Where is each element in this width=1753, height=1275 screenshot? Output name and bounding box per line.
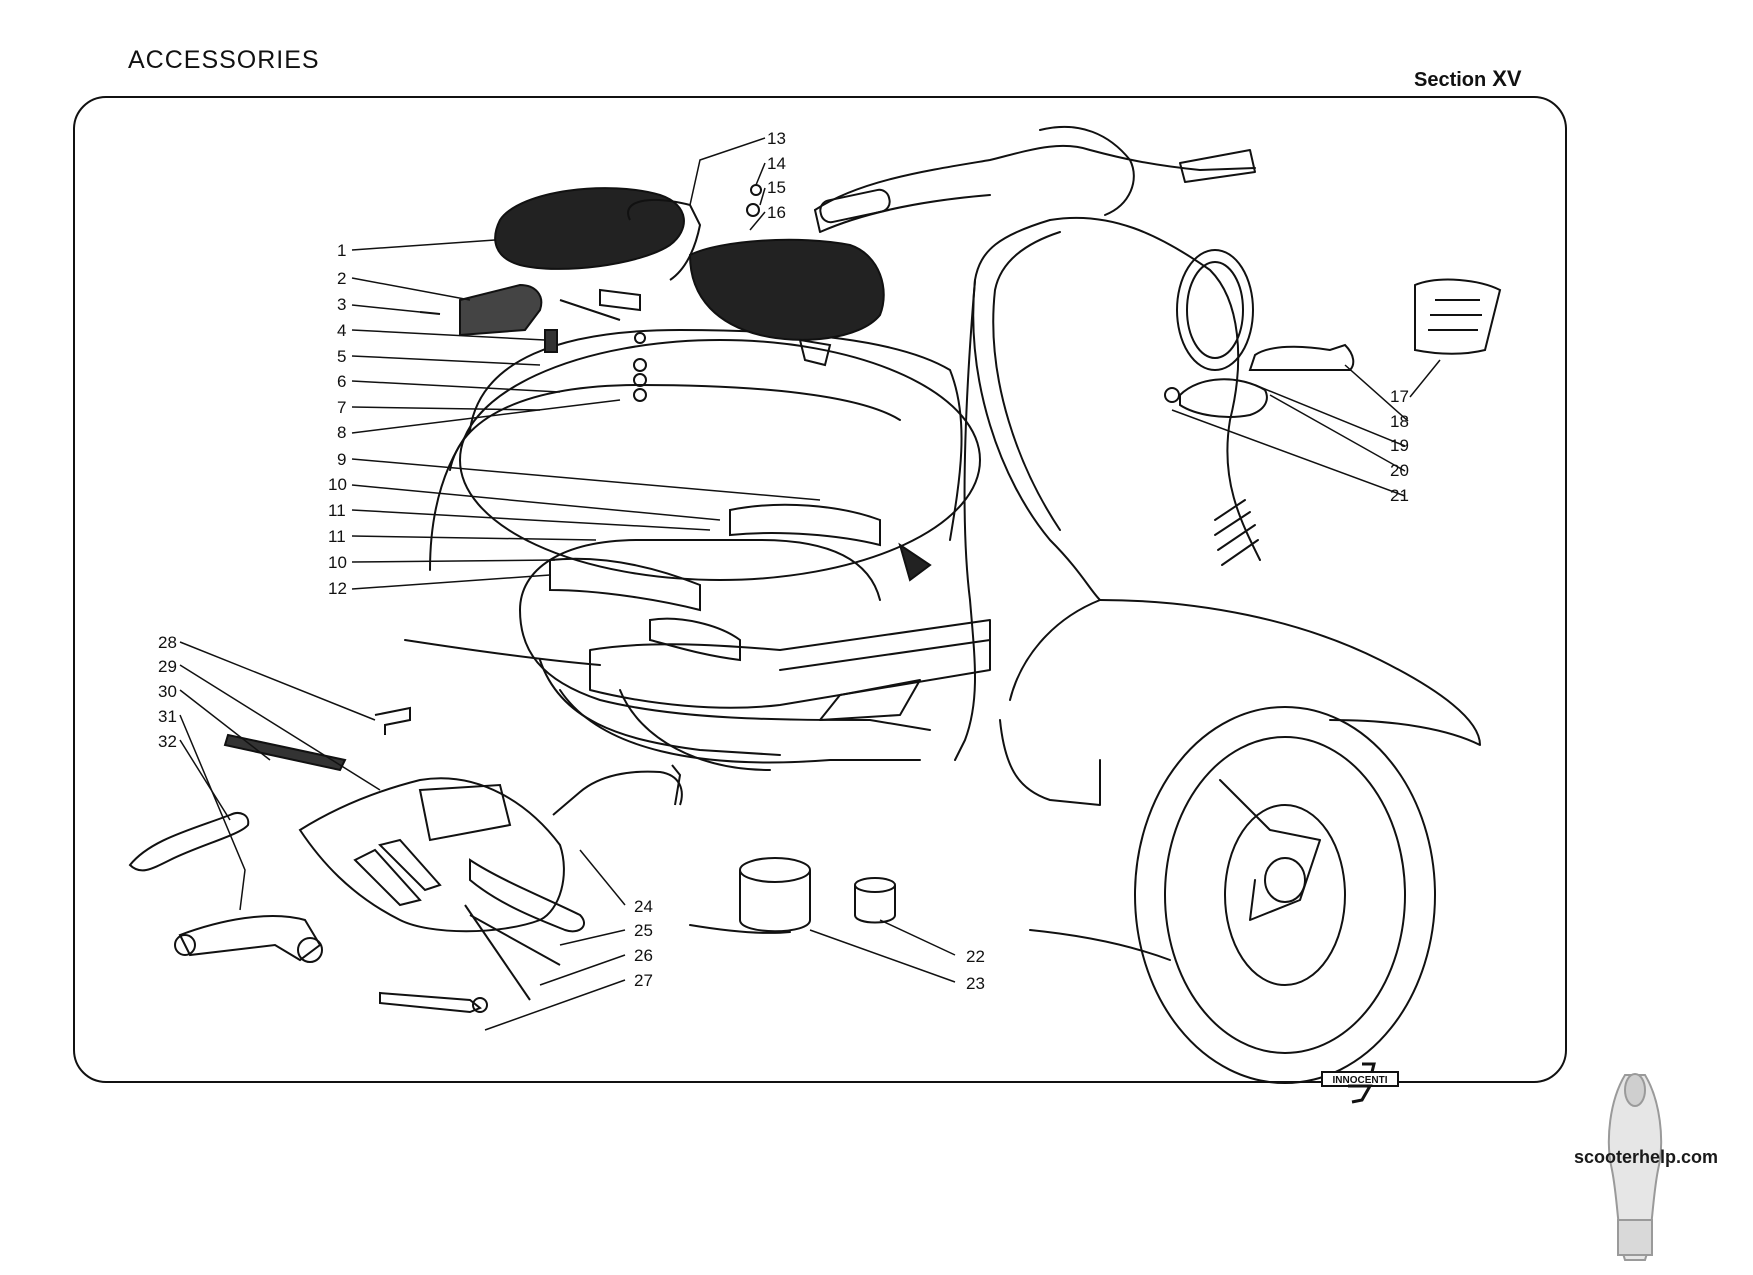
callout-19: 19 [1390, 436, 1409, 455]
callout-16: 16 [767, 203, 786, 222]
callout-11b: 11 [328, 527, 346, 546]
tool-kit [128, 706, 896, 1014]
callout-30: 30 [158, 682, 177, 701]
section-number: XV [1492, 66, 1522, 91]
watermark-text: scooterhelp.com [1574, 1147, 1719, 1167]
callout-3: 3 [337, 295, 346, 314]
callout-13: 13 [767, 129, 786, 148]
brand-badge-text: INNOCENTI [1333, 1075, 1388, 1086]
section-label: Section [1414, 69, 1487, 91]
page-title: ACCESSORIES [128, 46, 320, 74]
callout-11a: 11 [328, 501, 346, 520]
callout-14: 14 [767, 154, 786, 173]
callout-20: 20 [1390, 461, 1409, 480]
dual-seat [494, 187, 885, 367]
scooter-body [404, 125, 1481, 1084]
callout-1: 1 [337, 241, 346, 260]
callout-4: 4 [337, 321, 346, 340]
diagram-frame [73, 96, 1567, 1083]
callout-25: 25 [634, 921, 653, 940]
callout-2: 2 [337, 269, 346, 288]
callout-28: 28 [158, 633, 177, 652]
innocenti-logo: INNOCENTI [1321, 1062, 1399, 1104]
callout-32: 32 [158, 732, 177, 751]
callout-23: 23 [966, 974, 985, 993]
leader-lines [179, 137, 1441, 1031]
scooterhelp-logo [1607, 1073, 1663, 1261]
callout-29: 29 [158, 657, 177, 676]
callout-24: 24 [634, 897, 653, 916]
callout-10b: 10 [328, 553, 347, 572]
small-parts [419, 184, 1502, 662]
callout-numbers: 1 2 3 4 5 6 7 8 9 10 11 11 10 12 13 14 1… [158, 129, 1409, 993]
callout-7: 7 [337, 398, 346, 417]
callout-8: 8 [337, 423, 346, 442]
callout-12: 12 [328, 579, 347, 598]
callout-17: 17 [1390, 387, 1409, 406]
callout-27: 27 [634, 971, 653, 990]
callout-5: 5 [337, 347, 346, 366]
callout-15: 15 [767, 178, 786, 197]
callout-31: 31 [158, 707, 177, 726]
callout-21: 21 [1390, 486, 1409, 505]
callout-10a: 10 [328, 475, 347, 494]
callout-18: 18 [1390, 412, 1409, 431]
callout-22: 22 [966, 947, 985, 966]
callout-6: 6 [337, 372, 346, 391]
callout-26: 26 [634, 946, 653, 965]
callout-9: 9 [337, 450, 346, 469]
